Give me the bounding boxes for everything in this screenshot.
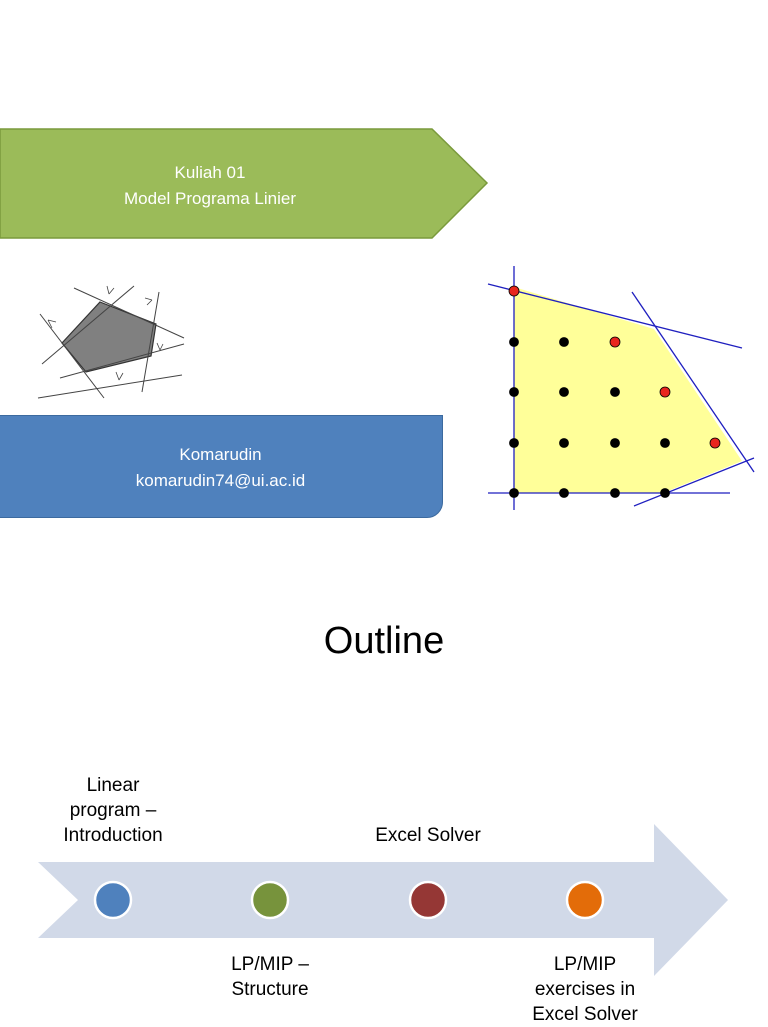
sketch-constraint-line: [59, 343, 185, 379]
timeline-label: Linear program – Introduction: [63, 775, 163, 846]
lattice-point: [509, 488, 519, 498]
title-banner: [0, 128, 489, 239]
timeline-label: Excel Solver: [375, 825, 481, 846]
integer-lattice-plot: [487, 266, 755, 510]
lattice-point: [660, 438, 670, 448]
timeline-dot: [250, 880, 290, 920]
author-box: [0, 415, 443, 518]
timeline-label: LP/MIP – Structure: [231, 954, 309, 1000]
lattice-point: [509, 438, 519, 448]
lattice-point: [610, 488, 620, 498]
lattice-point: [610, 438, 620, 448]
author-name: Komarudin: [179, 445, 262, 464]
title-block: Kuliah 01 Model Programa Linier: [0, 160, 420, 212]
course-title: Model Programa Linier: [124, 189, 296, 208]
lattice-point: [559, 337, 569, 347]
timeline-arrow: [38, 824, 728, 976]
author-block: Komarudin komarudin74@ui.ac.id: [0, 442, 441, 494]
lattice-point-optimal: [659, 386, 671, 398]
lattice-point: [509, 337, 519, 347]
lattice-point-optimal: [709, 437, 721, 449]
constraint-line: [487, 283, 743, 349]
timeline-dot: [565, 880, 605, 920]
polytope-shape: [61, 301, 157, 373]
lattice-point: [559, 488, 569, 498]
sketch-arrow: [115, 371, 124, 381]
lattice-point: [559, 387, 569, 397]
author-email: komarudin74@ui.ac.id: [135, 471, 306, 490]
sketch-arrow: [47, 319, 57, 329]
outline-title: Outline: [323, 620, 445, 662]
course-number: Kuliah 01: [174, 163, 246, 182]
timeline-dot: [408, 880, 448, 920]
lattice-point-optimal: [609, 336, 621, 348]
lattice-point-optimal: [508, 285, 520, 297]
sketch-constraint-line: [37, 374, 183, 399]
sketch-arrow: [106, 285, 115, 295]
constraint-line: [633, 457, 755, 507]
polytope-sketch: [37, 285, 185, 399]
sketch-constraint-line: [39, 313, 105, 399]
lattice-point: [509, 387, 519, 397]
lattice-point: [610, 387, 620, 397]
timeline-arrow-shape: [38, 824, 728, 976]
sketch-constraint-line: [141, 291, 160, 393]
lattice-point: [660, 488, 670, 498]
sketch-constraint-line: [41, 285, 135, 365]
timeline-dot: [93, 880, 133, 920]
sketch-arrow: [144, 297, 153, 306]
timeline-label: LP/MIP exercises in Excel Solver: [532, 954, 638, 1025]
sketch-constraint-line: [73, 287, 185, 339]
feasible-region: [514, 287, 742, 493]
constraint-line: [631, 291, 755, 473]
sketch-arrow: [156, 342, 164, 351]
title-banner-shape: [0, 128, 489, 239]
lattice-point: [559, 438, 569, 448]
